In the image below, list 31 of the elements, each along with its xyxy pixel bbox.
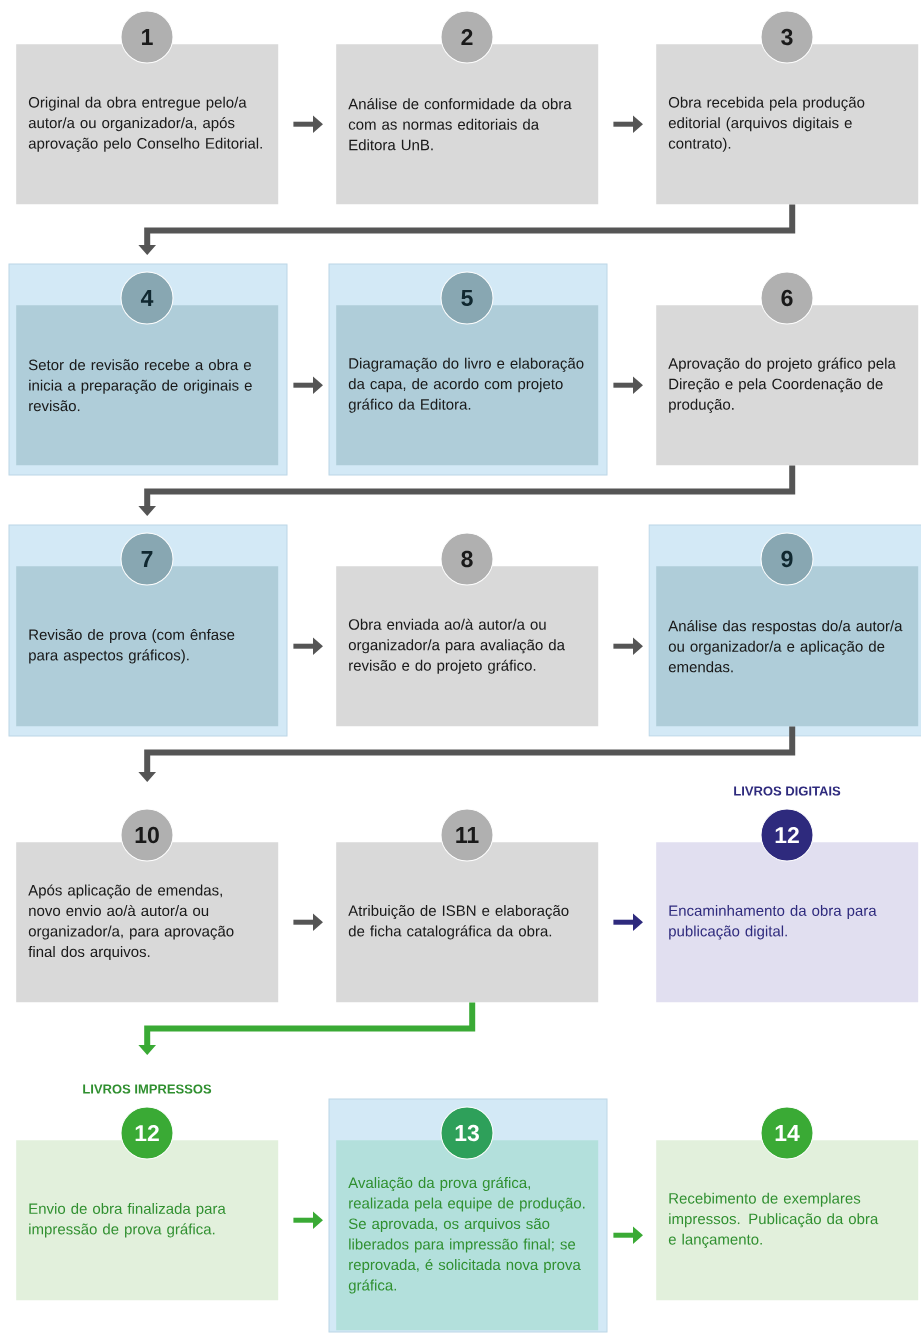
step-number: 5 xyxy=(440,271,494,325)
step-box: Aprovação do projeto gráfico pela Direção e pela Coordenação de produção. xyxy=(656,305,919,466)
step-box: Obra enviada ao/à autor/a ou organizador/a para avaliação da revisão e do projeto gráfico. xyxy=(336,566,599,727)
step-number: 12 xyxy=(120,1106,174,1160)
step-number: 14 xyxy=(760,1106,814,1160)
step-box: Original da obra entregue pelo/a autor/a ou organizador/a, após aprovação pelo Conselho Editorial. xyxy=(16,44,279,205)
section-heading: LIVROS DIGITAIS xyxy=(734,786,841,796)
step-box: Recebimento de exemplares impressos. Publicação da obra e lançamento. xyxy=(656,1140,919,1301)
step-box: Atribuição de ISBN e elaboração de ficha catalográfica da obra. xyxy=(336,842,599,1003)
step-box: Revisão de prova (com ênfase para aspectos gráficos). xyxy=(16,566,279,727)
step-number: 4 xyxy=(120,271,174,325)
step-number: 13 xyxy=(440,1106,494,1160)
section-heading: LIVROS IMPRESSOS xyxy=(83,1084,212,1094)
step-number: 8 xyxy=(440,532,494,586)
step-number: 9 xyxy=(760,532,814,586)
step-number: 7 xyxy=(120,532,174,586)
step-box: Análise das respostas do/a autor/a ou organizador/a e aplicação de emendas. xyxy=(656,566,919,727)
step-box: Encaminhamento da obra para publicação digital. xyxy=(656,842,919,1003)
step-number: 2 xyxy=(440,10,494,64)
step-box: Após aplicação de emendas, novo envio ao/à autor/a ou organizador/a, para aprovação final dos arquivos. xyxy=(16,842,279,1003)
step-number: 12 xyxy=(760,808,814,862)
step-number: 1 xyxy=(120,10,174,64)
step-box: Análise de conformidade da obra com as normas editoriais da Editora UnB. xyxy=(336,44,599,205)
step-box: Envio de obra finalizada para impressão de prova gráfica. xyxy=(16,1140,279,1301)
step-number: 6 xyxy=(760,271,814,325)
step-number: 11 xyxy=(440,808,494,862)
step-number: 3 xyxy=(760,10,814,64)
step-box: Setor de revisão recebe a obra e inicia a preparação de originais e revisão. xyxy=(16,305,279,466)
step-number: 10 xyxy=(120,808,174,862)
step-box: Obra recebida pela produção editorial (arquivos digitais e contrato). xyxy=(656,44,919,205)
step-box: Diagramação do livro e elaboração da capa, de acordo com projeto gráfico da Editora. xyxy=(336,305,599,466)
